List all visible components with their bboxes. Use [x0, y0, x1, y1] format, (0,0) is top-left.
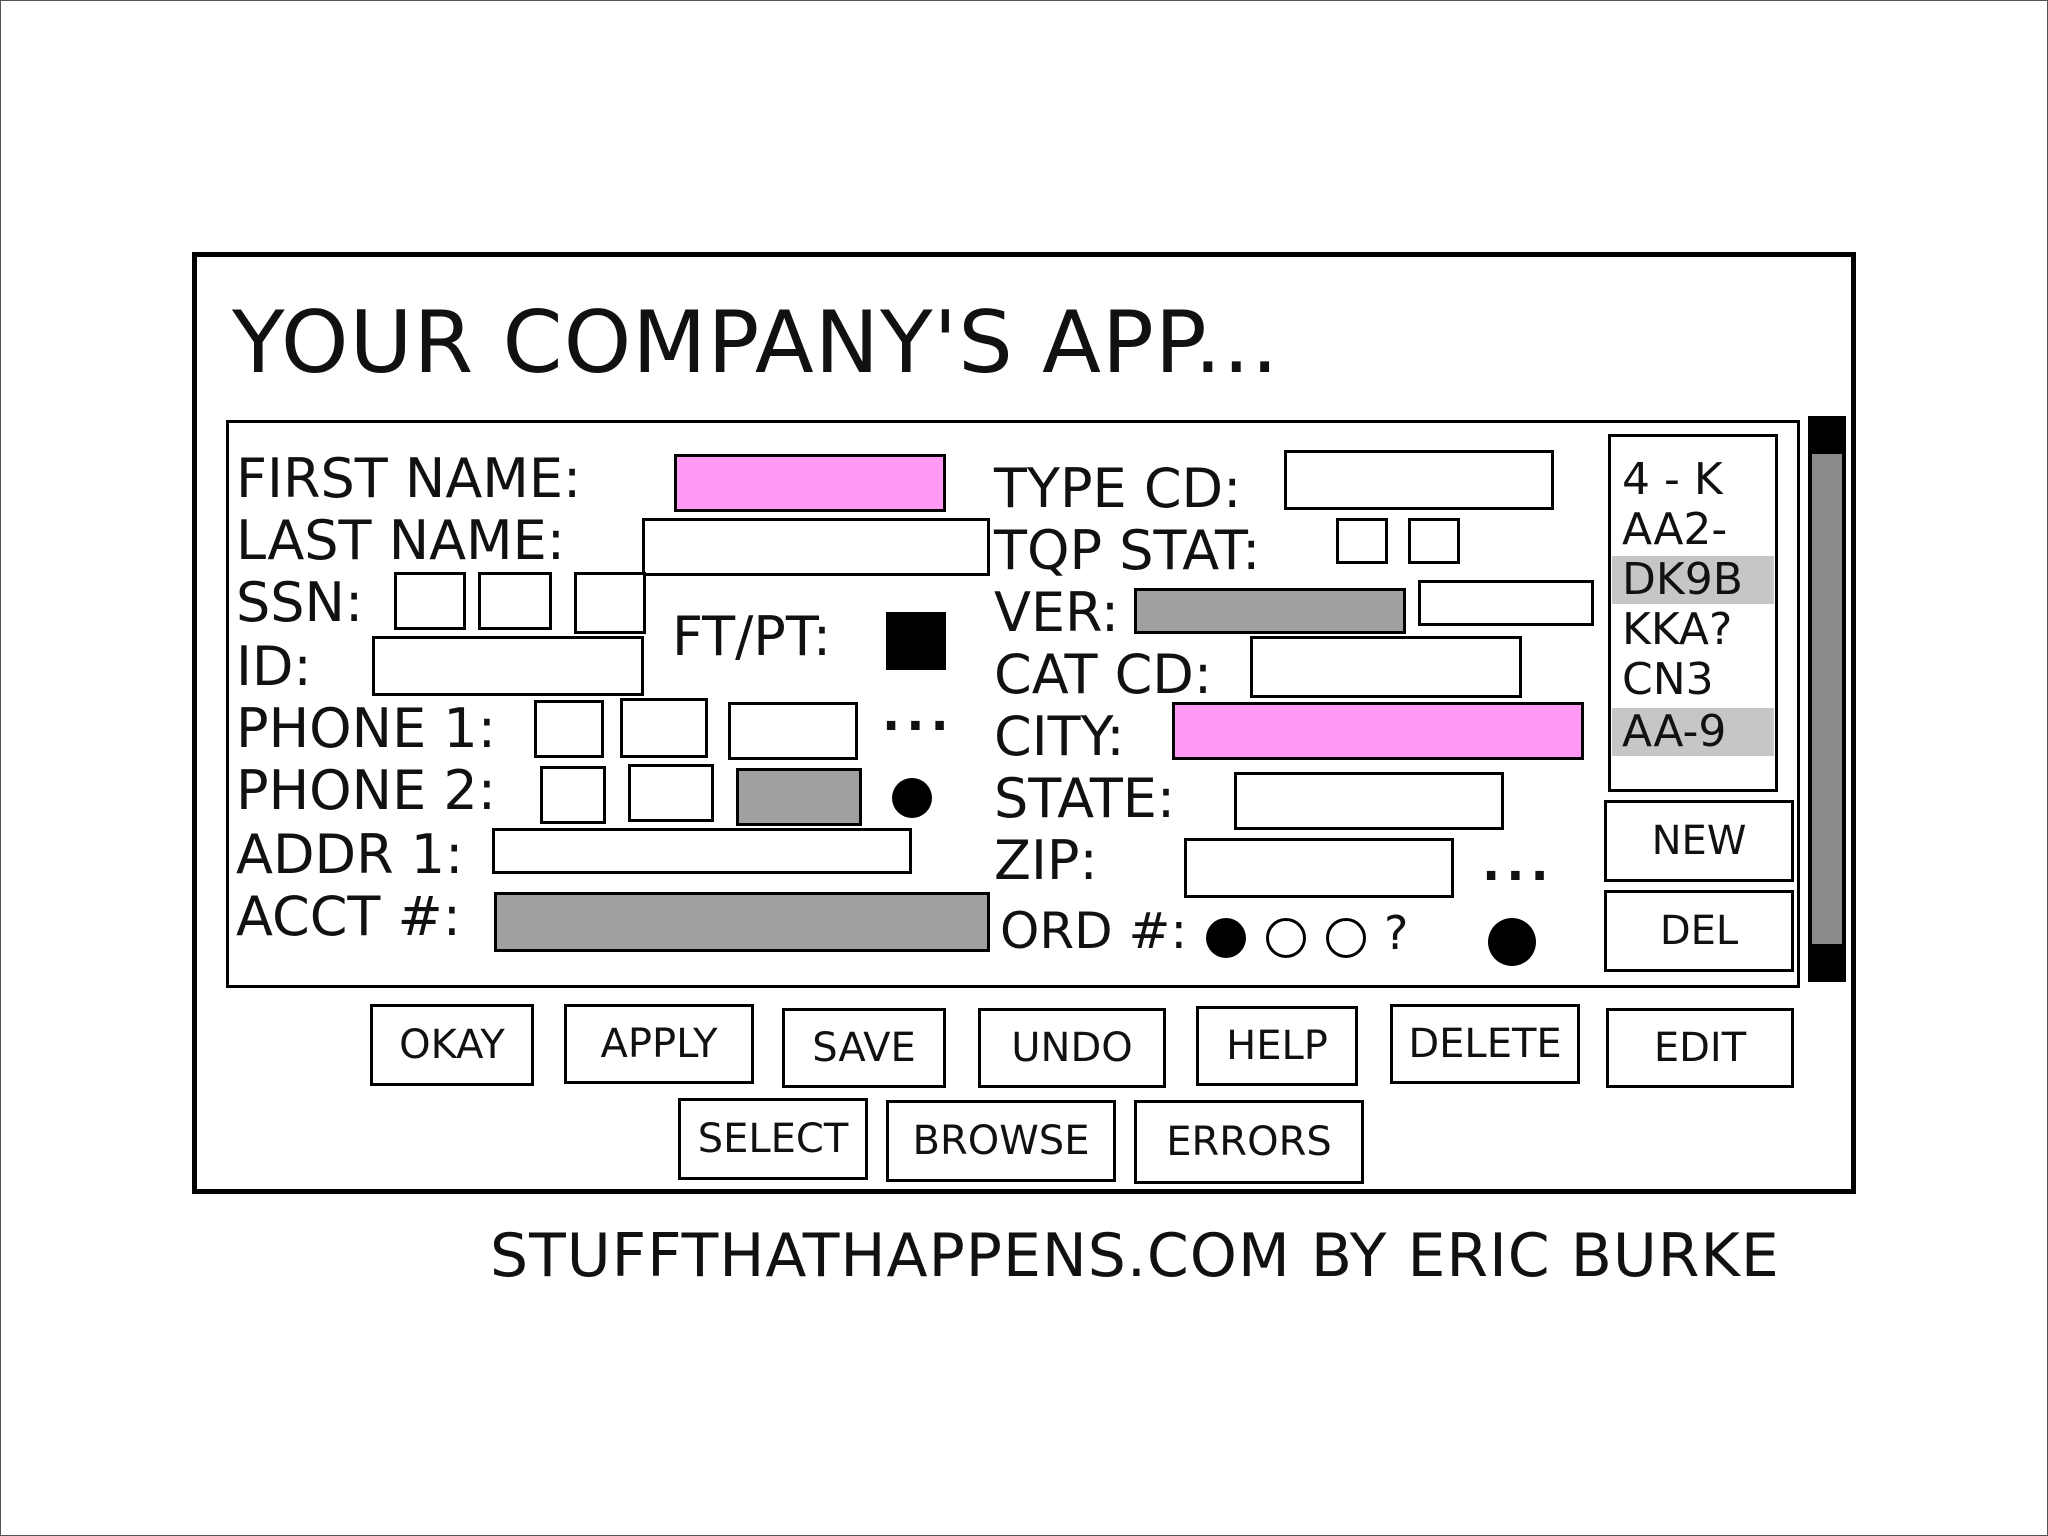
- zip-ellipsis: ...: [1482, 836, 1555, 892]
- scroll-down-cap[interactable]: [1808, 944, 1846, 982]
- list-item[interactable]: AA2-: [1622, 504, 1728, 555]
- zip-field[interactable]: [1184, 838, 1454, 898]
- ssn-part3-field[interactable]: [574, 572, 646, 634]
- phone2-area-field[interactable]: [540, 766, 606, 824]
- phone1-prefix-field[interactable]: [620, 698, 708, 758]
- phone2-radio[interactable]: [892, 778, 932, 818]
- ver-field-2[interactable]: [1418, 580, 1594, 626]
- ssn-label: SSN:: [236, 571, 364, 634]
- zip-label: ZIP:: [994, 829, 1098, 892]
- okay-button[interactable]: OKAY: [370, 1004, 534, 1086]
- del-button[interactable]: DEL: [1604, 890, 1794, 972]
- ord-radio-2[interactable]: [1266, 918, 1306, 958]
- last-name-field[interactable]: [642, 518, 990, 576]
- ord-radio-1[interactable]: [1206, 918, 1246, 958]
- help-button[interactable]: HELP: [1196, 1006, 1358, 1086]
- ord-radio-4[interactable]: [1488, 918, 1536, 966]
- phone2-number-field: [736, 768, 862, 826]
- tqp-stat-checkbox-2[interactable]: [1408, 518, 1460, 564]
- save-button[interactable]: SAVE: [782, 1008, 946, 1088]
- phone2-prefix-field[interactable]: [628, 764, 714, 822]
- addr1-field[interactable]: [492, 828, 912, 874]
- last-name-label: LAST NAME:: [236, 509, 565, 572]
- phone1-number-field[interactable]: [728, 702, 858, 760]
- state-field[interactable]: [1234, 772, 1504, 830]
- phone1-label: PHONE 1:: [236, 697, 496, 760]
- credit-line: STUFFTHATHAPPENS.COM BY ERIC BURKE: [490, 1221, 1780, 1291]
- tqp-stat-label: TQP STAT:: [994, 519, 1261, 582]
- addr1-label: ADDR 1:: [236, 823, 464, 886]
- delete-button[interactable]: DELETE: [1390, 1004, 1580, 1084]
- type-cd-field[interactable]: [1284, 450, 1554, 510]
- phone1-ellipsis: ...: [882, 686, 955, 742]
- ord-label: ORD #:: [1000, 902, 1188, 960]
- browse-button[interactable]: BROWSE: [886, 1100, 1116, 1182]
- phone2-label: PHONE 2:: [236, 759, 496, 822]
- errors-button[interactable]: ERRORS: [1134, 1100, 1364, 1184]
- city-label: CITY:: [994, 705, 1125, 768]
- scroll-up-cap[interactable]: [1808, 416, 1846, 454]
- ord-radio-3[interactable]: [1326, 918, 1366, 958]
- undo-button[interactable]: UNDO: [978, 1008, 1166, 1088]
- new-button[interactable]: NEW: [1604, 800, 1794, 882]
- city-field[interactable]: [1172, 702, 1584, 760]
- acct-label: ACCT #:: [236, 885, 461, 948]
- list-item[interactable]: CN3: [1622, 654, 1714, 705]
- id-label: ID:: [236, 635, 312, 698]
- cat-cd-label: CAT CD:: [994, 643, 1213, 706]
- apply-button[interactable]: APPLY: [564, 1004, 754, 1084]
- cat-cd-field[interactable]: [1250, 636, 1522, 698]
- ord-question-mark: ?: [1384, 906, 1409, 960]
- ver-label: VER:: [994, 581, 1120, 644]
- acct-field: [494, 892, 990, 952]
- vertical-scrollbar[interactable]: [1808, 416, 1846, 982]
- ssn-part1-field[interactable]: [394, 572, 466, 630]
- edit-button[interactable]: EDIT: [1606, 1008, 1794, 1088]
- list-item-selected[interactable]: DK9B: [1612, 556, 1774, 604]
- ver-field-1: [1134, 588, 1406, 634]
- state-label: STATE:: [994, 767, 1176, 830]
- ftpt-label: FT/PT:: [672, 605, 832, 668]
- list-item[interactable]: 4 - K: [1622, 454, 1723, 505]
- id-field[interactable]: [372, 636, 644, 696]
- phone1-area-field[interactable]: [534, 700, 604, 758]
- form-panel: [226, 420, 1800, 988]
- list-item-selected[interactable]: AA-9: [1612, 708, 1774, 756]
- first-name-field[interactable]: [674, 454, 946, 512]
- ftpt-checkbox[interactable]: [886, 612, 946, 670]
- app-title: YOUR COMPANY'S APP...: [232, 293, 1280, 393]
- list-item[interactable]: KKA?: [1622, 604, 1733, 655]
- code-listbox[interactable]: [1608, 434, 1778, 792]
- type-cd-label: TYPE CD:: [994, 457, 1242, 520]
- ssn-part2-field[interactable]: [478, 572, 552, 630]
- tqp-stat-checkbox-1[interactable]: [1336, 518, 1388, 564]
- select-button[interactable]: SELECT: [678, 1098, 868, 1180]
- first-name-label: FIRST NAME:: [236, 447, 582, 510]
